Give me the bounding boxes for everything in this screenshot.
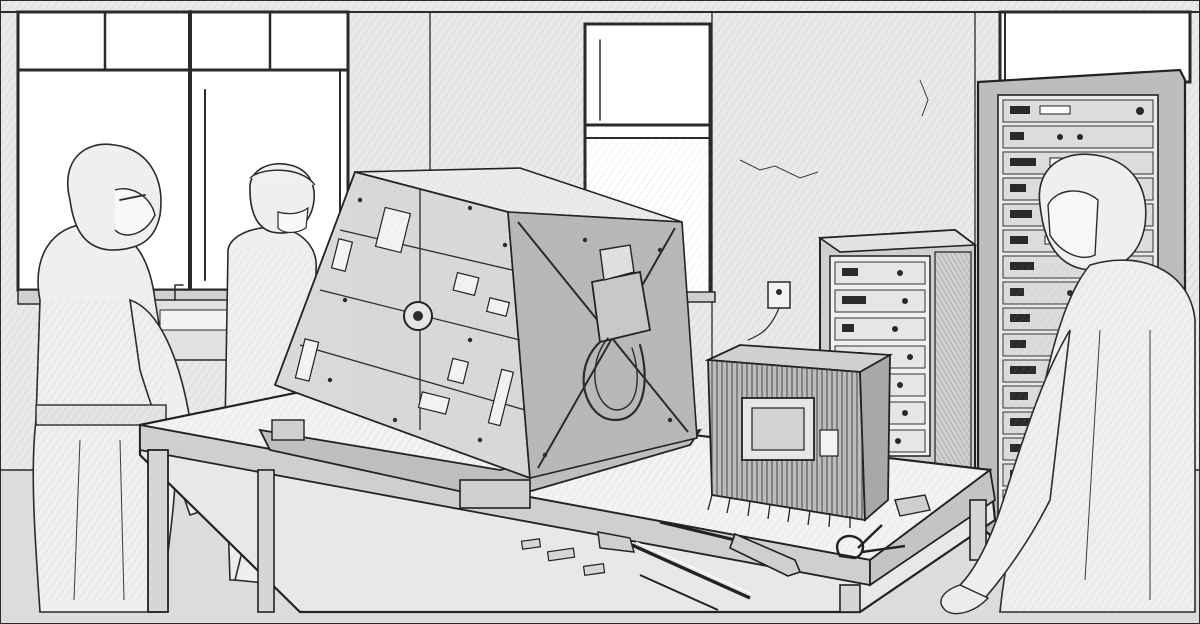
pliers [836,524,906,560]
screwdriver-large [659,520,802,577]
technician-right [940,153,1196,615]
screwdriver-small [597,531,753,600]
bench-tools [520,494,931,611]
wall-outlet [747,281,791,341]
heatsink-module [704,344,894,528]
satellite-chassis [258,167,702,509]
right-window [998,10,1192,84]
